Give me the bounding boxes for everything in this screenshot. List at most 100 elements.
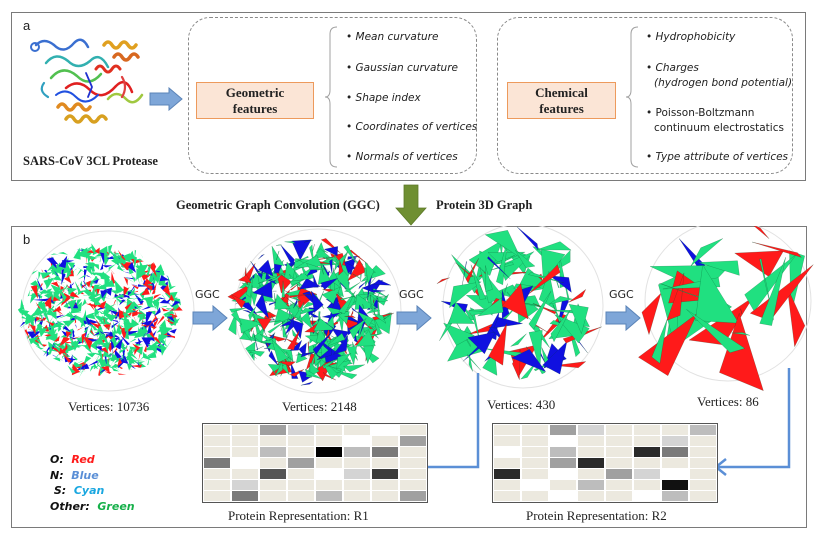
surface-facet [44, 295, 52, 309]
legend-key: O: [50, 453, 64, 466]
surface-facet [343, 244, 358, 265]
grid-cell [605, 425, 633, 435]
grid-cell [371, 491, 399, 501]
surface-facet [75, 247, 88, 258]
surface-facet [82, 309, 86, 321]
surface-facet [383, 314, 391, 320]
surface-facet [338, 260, 344, 276]
surface-facet [284, 241, 296, 244]
grid-cell [259, 458, 287, 468]
surface-facet [76, 269, 83, 277]
surface-facet [159, 275, 170, 282]
surface-facet [151, 282, 157, 294]
surface-facet [740, 308, 743, 315]
surface-facet [159, 342, 167, 356]
surface-facet [20, 298, 25, 311]
geometric-features-title-1: Geometric [225, 84, 285, 100]
surface-facet [133, 360, 143, 362]
grid-cell [549, 491, 577, 501]
surface-facet [134, 293, 144, 305]
surface-facet [128, 297, 136, 299]
surface-facet [46, 307, 56, 317]
surface-facet [147, 321, 152, 335]
surface-meshes [17, 226, 814, 394]
surface-facet [141, 287, 150, 296]
surface-facet [72, 328, 75, 337]
surface-facet [131, 284, 139, 290]
surface-facet [338, 295, 356, 301]
surface-facet [85, 280, 91, 288]
surface-facet [52, 357, 61, 362]
geometric-feature-item: • Gaussian curvature [346, 62, 458, 74]
surface-facet [316, 327, 331, 348]
surface-facet [324, 267, 332, 274]
grid-cell [231, 480, 259, 490]
ribbon-strand [106, 92, 144, 104]
surface-facet [312, 332, 332, 355]
surface-facet [172, 302, 175, 309]
surface-facet [47, 325, 55, 337]
grid-cell [494, 469, 521, 479]
surface-facet [329, 258, 333, 275]
surface-facet [140, 253, 143, 258]
surface-facet [117, 249, 126, 261]
surface-facet [34, 317, 37, 325]
surface-facet [130, 311, 136, 312]
surface-facet [87, 338, 99, 342]
surface-facet [159, 305, 167, 308]
geometric-features-box: Geometric features [196, 82, 314, 119]
surface-facet [292, 257, 309, 273]
surface-facet [134, 256, 137, 271]
surface-facet [122, 350, 126, 360]
surface-facet [258, 276, 278, 284]
grid-cell [633, 425, 661, 435]
grid-cell [259, 480, 287, 490]
surface-facet [276, 250, 280, 261]
surface-facet [59, 288, 67, 302]
surface-facet [255, 292, 270, 320]
surface-facet [251, 353, 254, 358]
surface-facet [271, 339, 289, 363]
grid-cell [399, 436, 426, 446]
grid-cell [494, 458, 521, 468]
grid-cell [259, 491, 287, 501]
surface-facet [80, 280, 82, 290]
grid-cell [577, 425, 605, 435]
grid-cell [287, 436, 315, 446]
surface-facet [136, 263, 140, 269]
surface-facet [38, 328, 48, 337]
surface-facet [108, 292, 110, 298]
surface-facet [129, 286, 136, 294]
ribbon-helix [102, 40, 138, 50]
chemical-feature-item: • Hydrophobicity [646, 31, 735, 43]
surface-facet [71, 354, 78, 361]
surface-facet [119, 325, 125, 328]
surface-facet [159, 319, 167, 330]
surface-facet [372, 313, 387, 324]
surface-facet [163, 311, 175, 315]
surface-facet [153, 337, 161, 346]
surface-facet [528, 264, 561, 295]
surface-facet [95, 287, 98, 298]
surface-facet [54, 287, 66, 297]
grid-cell [494, 491, 521, 501]
grid-cell [231, 436, 259, 446]
grid-cell [549, 458, 577, 468]
grid-cell [661, 491, 689, 501]
surface-facet [128, 331, 140, 336]
grid-cell [315, 480, 343, 490]
surface-facet [90, 255, 98, 261]
chemical-feature-line: • Type attribute of vertices [646, 151, 789, 163]
atom-color-legend: O: Red N: Blue S: Cyan Other: Green [50, 452, 135, 514]
surface-facet [162, 333, 176, 339]
surface-facet [138, 328, 140, 333]
surface-facet [101, 363, 112, 367]
surface-facet [111, 356, 116, 362]
surface-facet [89, 365, 96, 372]
ribbon-strand [55, 90, 99, 103]
surface-facet [81, 345, 92, 350]
surface-facet [141, 305, 151, 311]
surface-facet [165, 308, 173, 310]
surface-facet [162, 284, 171, 297]
surface-facet [70, 282, 75, 286]
